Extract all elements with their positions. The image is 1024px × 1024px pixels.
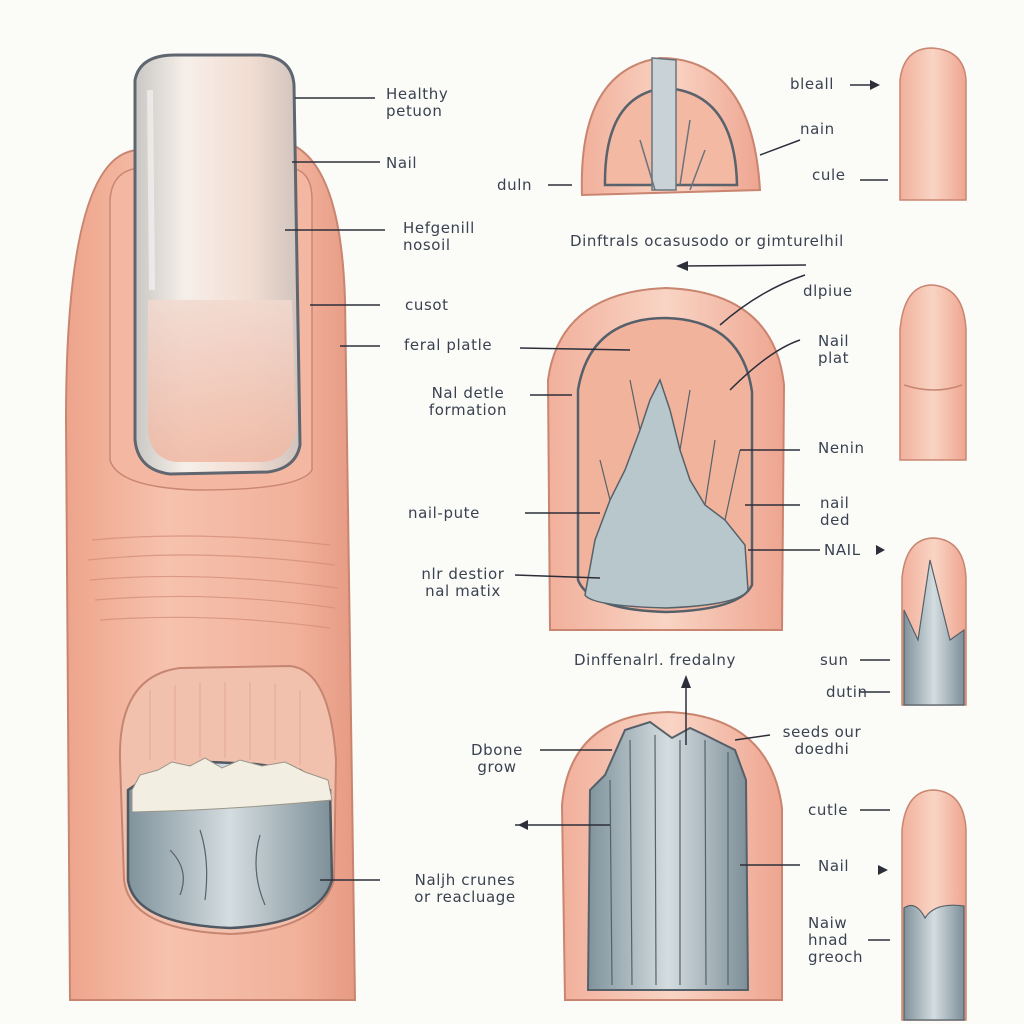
top-right-nail xyxy=(900,48,966,200)
label-nenin: Nenin xyxy=(818,440,865,457)
label-nail-bottom: Nail xyxy=(818,858,849,875)
label-healthy-nail: Hefgenill nosoil xyxy=(403,220,475,254)
bottom-right-nail xyxy=(902,790,966,1020)
label-dutin: dutin xyxy=(826,684,868,701)
label-nail-bed: nail ded xyxy=(820,495,850,529)
label-new-hand-growth: Naiw hnad greoch xyxy=(808,915,863,966)
label-cuticle: cusot xyxy=(405,297,449,314)
bottom-fingertip xyxy=(562,712,782,1000)
top-fingertip xyxy=(582,58,760,195)
label-dlpiue: dlpiue xyxy=(803,283,853,300)
label-nail-plate-right: Nail plat xyxy=(818,333,849,367)
label-seeds-our-doedhi: seeds our doedhi xyxy=(772,724,872,758)
label-duln: duln xyxy=(497,177,532,194)
label-dbone-grow: Dbone grow xyxy=(462,742,532,776)
label-cule: cule xyxy=(812,167,846,184)
left-finger xyxy=(66,55,355,1000)
middle-right-nail xyxy=(900,285,966,460)
label-nail-plate: feral platle xyxy=(404,337,492,354)
label-matrix: nlr destior nal matix xyxy=(410,566,516,600)
caption-1: Dinftrals ocasusodo or gimturelhil xyxy=(570,233,844,250)
label-healthy-portion: Healthy petuon xyxy=(386,86,448,120)
label-cutle: cutle xyxy=(808,802,848,819)
label-nail-bed-formation: Nal detle formation xyxy=(412,385,524,419)
label-sun: sun xyxy=(820,652,849,669)
label-bleall: bleall xyxy=(790,76,834,93)
label-nail-caps: NAIL xyxy=(824,542,861,559)
nail-pink-area xyxy=(148,300,296,462)
label-nain: nain xyxy=(800,121,835,138)
label-nail-plate-2: nail-pute xyxy=(408,505,480,522)
third-right-nail xyxy=(902,538,966,705)
label-nail: Nail xyxy=(386,155,417,172)
middle-fingertip xyxy=(548,288,784,630)
caption-2: Dinffenalrl. fredalny xyxy=(574,652,736,669)
label-nail-changes: Naljh crunes or reacluage xyxy=(395,872,535,906)
nail-shine xyxy=(150,90,152,290)
